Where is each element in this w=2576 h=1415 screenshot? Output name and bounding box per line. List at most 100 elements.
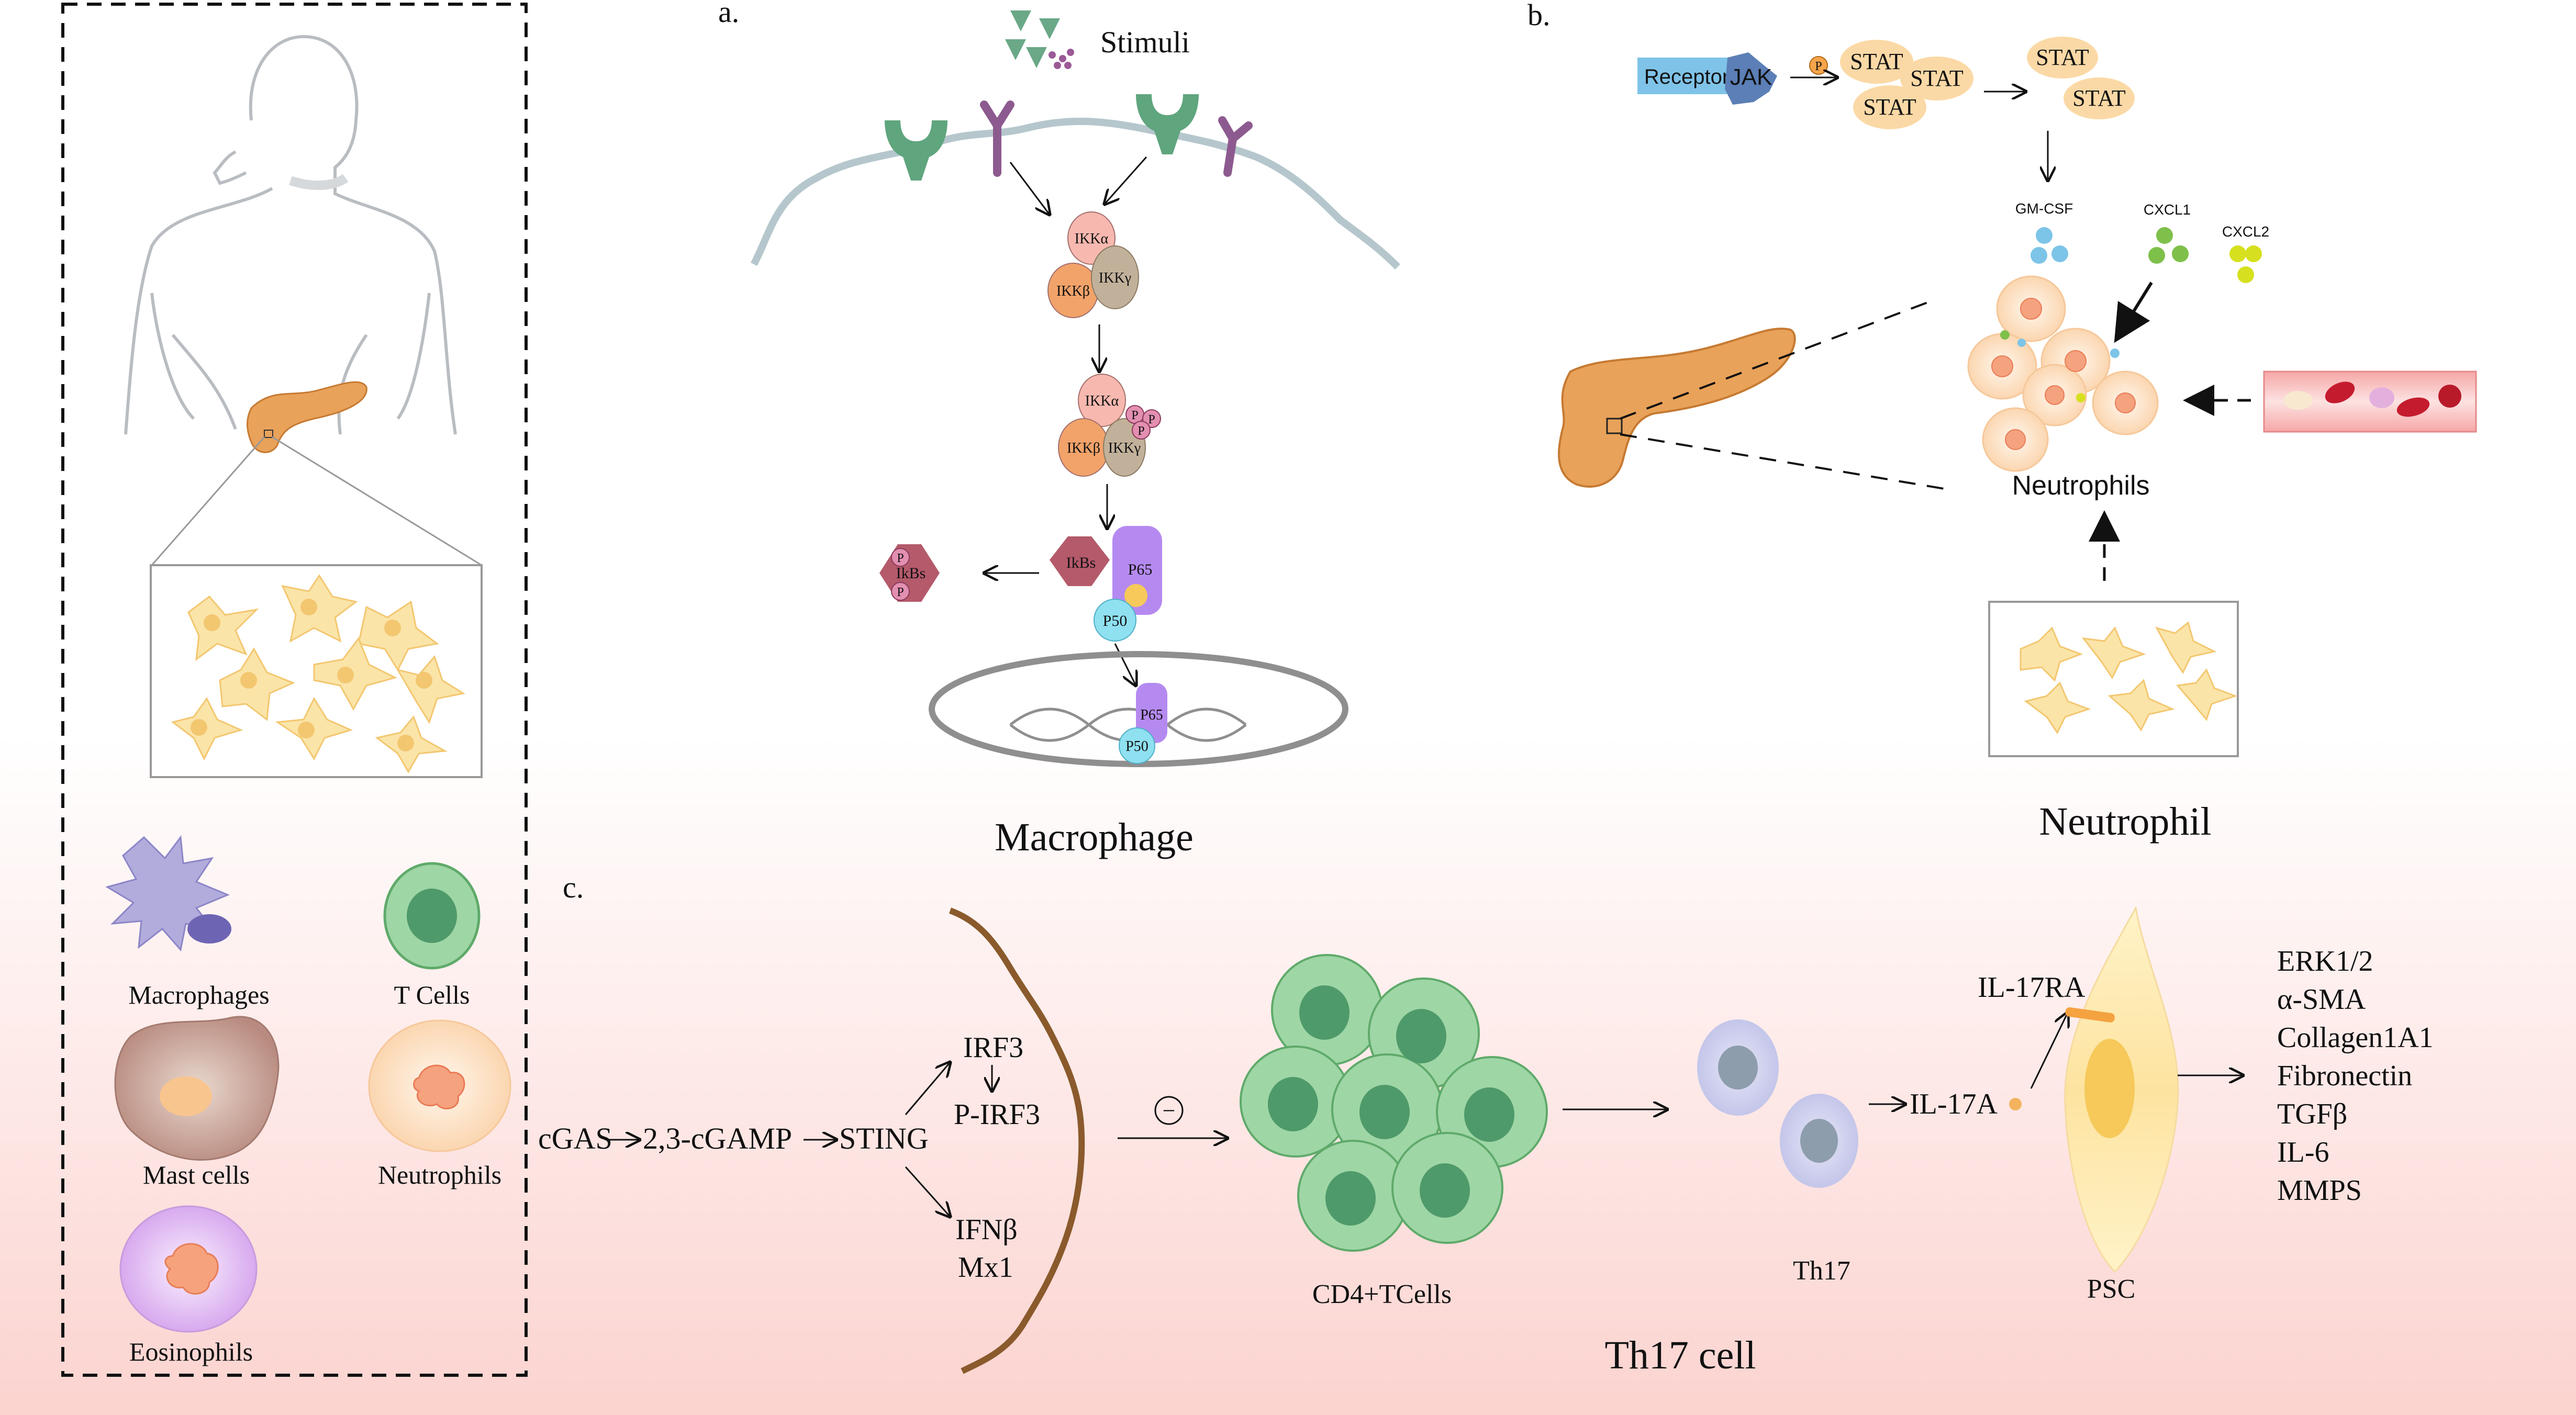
output-item-5: IL-6 [2277,1136,2329,1169]
p-irf3-label: P-IRF3 [954,1098,1040,1131]
mast-cell-icon [114,1016,280,1161]
cd4-label: CD4+TCells [1312,1279,1452,1309]
phospho-label-1: P [1131,409,1138,422]
th17-cell-title: Th17 cell [1604,1333,1756,1377]
mast-cells-label: Mast cells [143,1160,250,1189]
output-item-3: Fibronectin [2277,1060,2412,1092]
pancreas-small-icon [247,381,367,453]
p50-label-2: P50 [1125,738,1148,755]
neutrophils-label: Neutrophils [378,1160,501,1189]
eosinophils-label: Eosinophils [129,1337,253,1366]
blood-vessel-icon [2263,370,2477,433]
stat-label-3: STAT [1863,94,1916,120]
neutrophil-cell-icon [368,1019,511,1152]
irf3-label: IRF3 [963,1031,1023,1064]
ikbs-free-label: IkBs [896,565,926,582]
t-cell-icon [383,862,481,970]
stat-cluster-2: STAT STAT [2027,37,2135,119]
ifnb-label: IFNβ [955,1214,1018,1246]
receptor-label: Receptor [1644,65,1729,88]
il17ra-label: IL-17RA [1978,971,2086,1004]
stimuli-label: Stimuli [1100,25,1190,59]
phospho-label-b: P [1815,60,1822,73]
gm-csf-label: GM-CSF [2015,200,2073,217]
stat-cluster-1: STAT STAT STAT [1840,40,1973,129]
stat-label-2: STAT [1910,65,1964,91]
jak-label: JAK [1730,64,1772,90]
output-item-2: Collagen1A1 [2277,1021,2434,1054]
stat-label-5: STAT [2072,85,2126,111]
p65-label-2: P65 [1140,707,1163,723]
gm-csf-dots [2031,227,2068,264]
ikbs-label: IkBs [1066,554,1096,571]
phospho-label-3: P [1138,424,1144,438]
ikk-beta-label-1: IKKβ [1056,283,1090,299]
phospho-label-5: P [897,586,904,599]
ikk-alpha-label-1: IKKα [1075,231,1109,247]
pancreas-large-icon [1557,328,1796,488]
macrophage-cell-icon [105,835,231,952]
output-item-1: α-SMA [2277,983,2366,1016]
minus-label: − [1163,1098,1176,1124]
th17-cells [1697,1019,1858,1188]
psc-outputs-list: ERK1/2 α-SMA Collagen1A1 Fibronectin TGF… [2277,945,2434,1207]
p50-label-1: P50 [1103,612,1128,630]
panel-c-label: c. [563,870,584,904]
il17a-label: IL-17A [1910,1088,1998,1120]
cxcl1-label: CXCL1 [2144,201,2191,218]
neutrophil-cluster [1967,275,2159,472]
psc-cell-icon [2064,905,2179,1273]
cxcl1-dots [2148,227,2189,264]
receptor-jak: Receptor JAK [1637,52,1777,105]
cell-membrane-c [949,907,1085,1374]
stimuli-icon [1005,10,1074,69]
psc-label: PSC [2087,1274,2136,1304]
stat-label-4: STAT [2036,44,2089,70]
output-item-0: ERK1/2 [2277,945,2373,978]
neutrophils-cluster-label: Neutrophils [2012,470,2149,501]
nucleus [929,651,1348,767]
sting-label: STING [839,1121,929,1155]
stat-label-1: STAT [1850,49,1903,74]
il17a-dot [2009,1098,2022,1110]
ikbs-nfkb-complex: IkBs P65 P50 [1050,526,1162,642]
human-silhouette-icon [124,35,457,435]
macrophages-label: Macrophages [128,980,269,1009]
cd4-tcell-cluster [1240,954,1548,1252]
ikk-complex-2: IKKα IKKβ IKKγ P P P [1058,374,1161,477]
receptor-green-icon [885,94,1199,181]
panel-b: b. Receptor JAK P STAT STAT STAT STAT ST… [1527,0,2477,844]
panel-a-label: a. [718,0,739,29]
neutrophil-title: Neutrophil [2039,800,2211,844]
output-item-4: TGFβ [2277,1098,2347,1130]
panel-a: a. Stimuli IKKα IKKβ [718,0,1400,859]
inhibition-circle [1154,1096,1184,1125]
phospho-dot [1809,56,1828,75]
panel-b-label: b. [1527,0,1551,32]
th17-label: Th17 [1793,1256,1850,1286]
nuclear-p65-p50: P65 P50 [1119,683,1167,764]
receptor-purple-icon [980,100,1253,177]
phospho-label-2: P [1148,413,1155,426]
ikk-gamma-label-2: IKKγ [1108,440,1141,456]
cxcl2-label: CXCL2 [2222,223,2269,240]
output-item-6: MMPS [2277,1174,2362,1207]
phospho-label-4: P [897,552,904,565]
ikbs-phosphorylated: IkBs P P [879,544,940,602]
left-panel: Macrophages T Cells Mast cells Neutrophi… [61,3,528,1377]
cgamp-label: 2,3-cGAMP [643,1121,792,1155]
panel-c: c. cGAS 2,3-cGAMP STING IRF3 P-IRF3 IFNβ… [538,870,2434,1377]
p65-label-1: P65 [1128,561,1153,578]
stellate-cells-b-icon [2020,621,2238,734]
t-cells-label: T Cells [394,980,470,1009]
eosinophil-cell-icon [119,1205,258,1333]
ikk-alpha-label-2: IKKα [1085,393,1119,409]
mx1-label: Mx1 [958,1251,1013,1284]
ikk-beta-label-2: IKKβ [1067,440,1100,456]
stellate-nuclei [191,599,432,751]
ikk-gamma-label-1: IKKγ [1099,270,1131,286]
cgas-label: cGAS [538,1121,612,1155]
cell-membrane [750,117,1400,269]
